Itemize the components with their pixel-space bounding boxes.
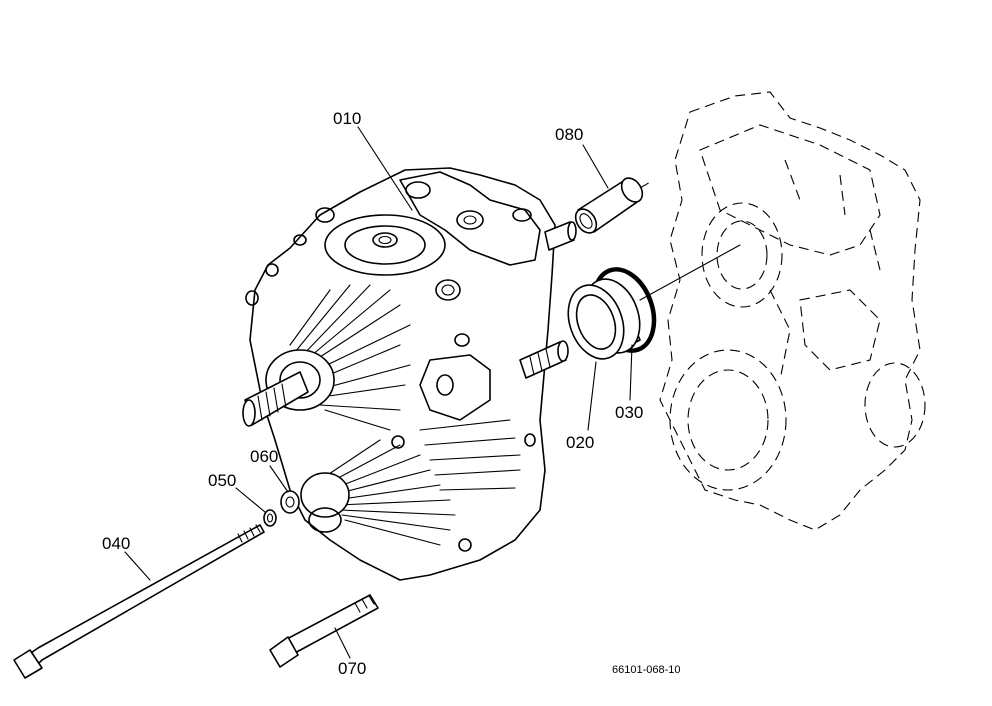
label-070: 070 xyxy=(338,659,366,678)
part-080-sleeve xyxy=(574,177,653,234)
label-010: 010 xyxy=(333,109,361,128)
label-020: 020 xyxy=(566,433,594,452)
drawing-code: 66101-068-10 xyxy=(612,664,681,676)
label-040: 040 xyxy=(102,534,130,553)
label-050: 050 xyxy=(208,471,236,490)
transmission-case xyxy=(659,91,926,531)
part-020-bearing xyxy=(567,278,641,360)
part-040-long-bolt xyxy=(13,524,265,679)
part-060-washer xyxy=(280,490,300,514)
part-050-washer xyxy=(263,509,277,527)
label-030: 030 xyxy=(615,403,643,422)
upper-ribs xyxy=(289,284,411,431)
label-060: 060 xyxy=(250,447,278,466)
part-070-bolt xyxy=(269,594,379,668)
label-080: 080 xyxy=(555,125,583,144)
lower-ribs xyxy=(319,419,521,546)
pump-body xyxy=(242,167,577,581)
leader-lines xyxy=(124,126,633,659)
